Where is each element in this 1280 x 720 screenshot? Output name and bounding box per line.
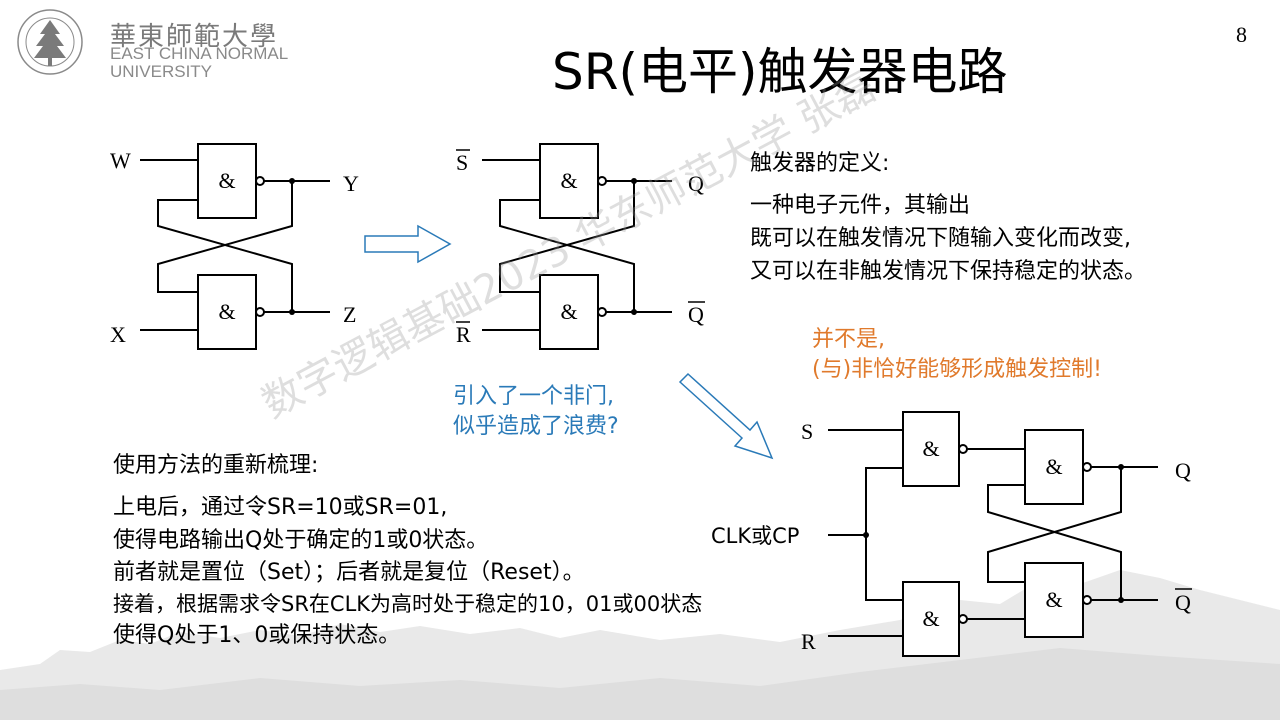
diagram2-output-q-bar: Q [688,302,704,327]
diagram2-output-q: Q [688,171,704,196]
diagram1-output-y: Y [343,171,359,196]
diagram3-gate-symbol-3: & [1045,454,1062,479]
diagram2-latch [482,143,672,350]
logo-name-en-line1: EAST CHINA NORMAL [110,44,289,63]
diagram3-input-clk: CLK或CP [711,524,799,548]
diagram1-gate-symbol-top: & [218,168,235,193]
diagram1-nand-bottom [197,274,257,350]
diagram1-input-w: W [110,148,131,173]
usage-line-5: 使得Q处于1、0或保持状态。 [113,623,401,648]
page-number: 8 [1236,22,1247,47]
usage-line-2: 使得电路输出Q处于确定的1或0状态。 [113,528,489,553]
diagram3-input-r: R [801,629,816,654]
diagram3-output-q-bar: Q [1175,590,1191,615]
diagram3-input-nand-bottom [902,581,960,657]
diagram1-nand-top [197,143,257,219]
diagram1-output-z: Z [343,302,356,327]
diagram2-gate-symbol-top: & [560,168,577,193]
blue-note-line-2: 似乎造成了浪费? [453,414,619,439]
definition-heading: 触发器的定义: [750,151,890,176]
usage-line-3: 前者就是置位（Set）；后者就是复位（Reset）。 [113,560,585,585]
diagram2-input-r-bar: R [456,322,471,347]
orange-note-line-2: (与)非恰好能够形成触发控制! [812,357,1102,382]
logo-name-en-line2: UNIVERSITY [110,62,213,81]
diagram3-gate-symbol-4: & [1045,587,1062,612]
logo-name-cn: 華東師範大學 [110,22,279,52]
diagram3-gate-symbol-1: & [922,436,939,461]
diagram1-input-x: X [110,322,126,347]
pine-tree-emblem-icon [17,9,83,75]
diagram1-latch [140,143,330,350]
university-logo: 華東師範大學 EAST CHINA NORMAL UNIVERSITY [14,6,314,81]
diagram3-latch-nand-top [1024,429,1084,505]
arrow-down-right-icon [678,372,774,460]
diagram3-latch-nand-bottom [1024,562,1084,638]
definition-line-2: 既可以在触发情况下随输入变化而改变, [750,226,1131,251]
definition-line-3: 又可以在非触发情况下保持稳定的状态。 [750,259,1147,284]
diagram1-gate-symbol-bottom: & [218,299,235,324]
diagram2-nand-bottom [539,274,599,350]
usage-line-1: 上电后，通过令SR=10或SR=01, [113,495,448,520]
diagram3-input-nand-top [902,411,960,487]
diagram3-gated-latch [828,411,1158,657]
blue-note-line-1: 引入了一个非门, [453,384,614,409]
slide-title: SR(电平)触发器电路 [552,43,1008,101]
orange-note-line-1: 并不是, [812,327,885,352]
diagram3-output-q: Q [1175,458,1191,483]
diagram2-input-s-bar: S [456,150,468,175]
arrow-right-icon [364,224,452,264]
diagram3-gate-symbol-2: & [922,606,939,631]
diagram2-gate-symbol-bottom: & [560,299,577,324]
definition-line-1: 一种电子元件，其输出 [750,193,971,218]
diagram3-input-s: S [801,419,813,444]
usage-line-4: 接着，根据需求令SR在CLK为高时处于稳定的10，01或00状态 [113,592,703,616]
usage-heading: 使用方法的重新梳理: [113,453,319,478]
